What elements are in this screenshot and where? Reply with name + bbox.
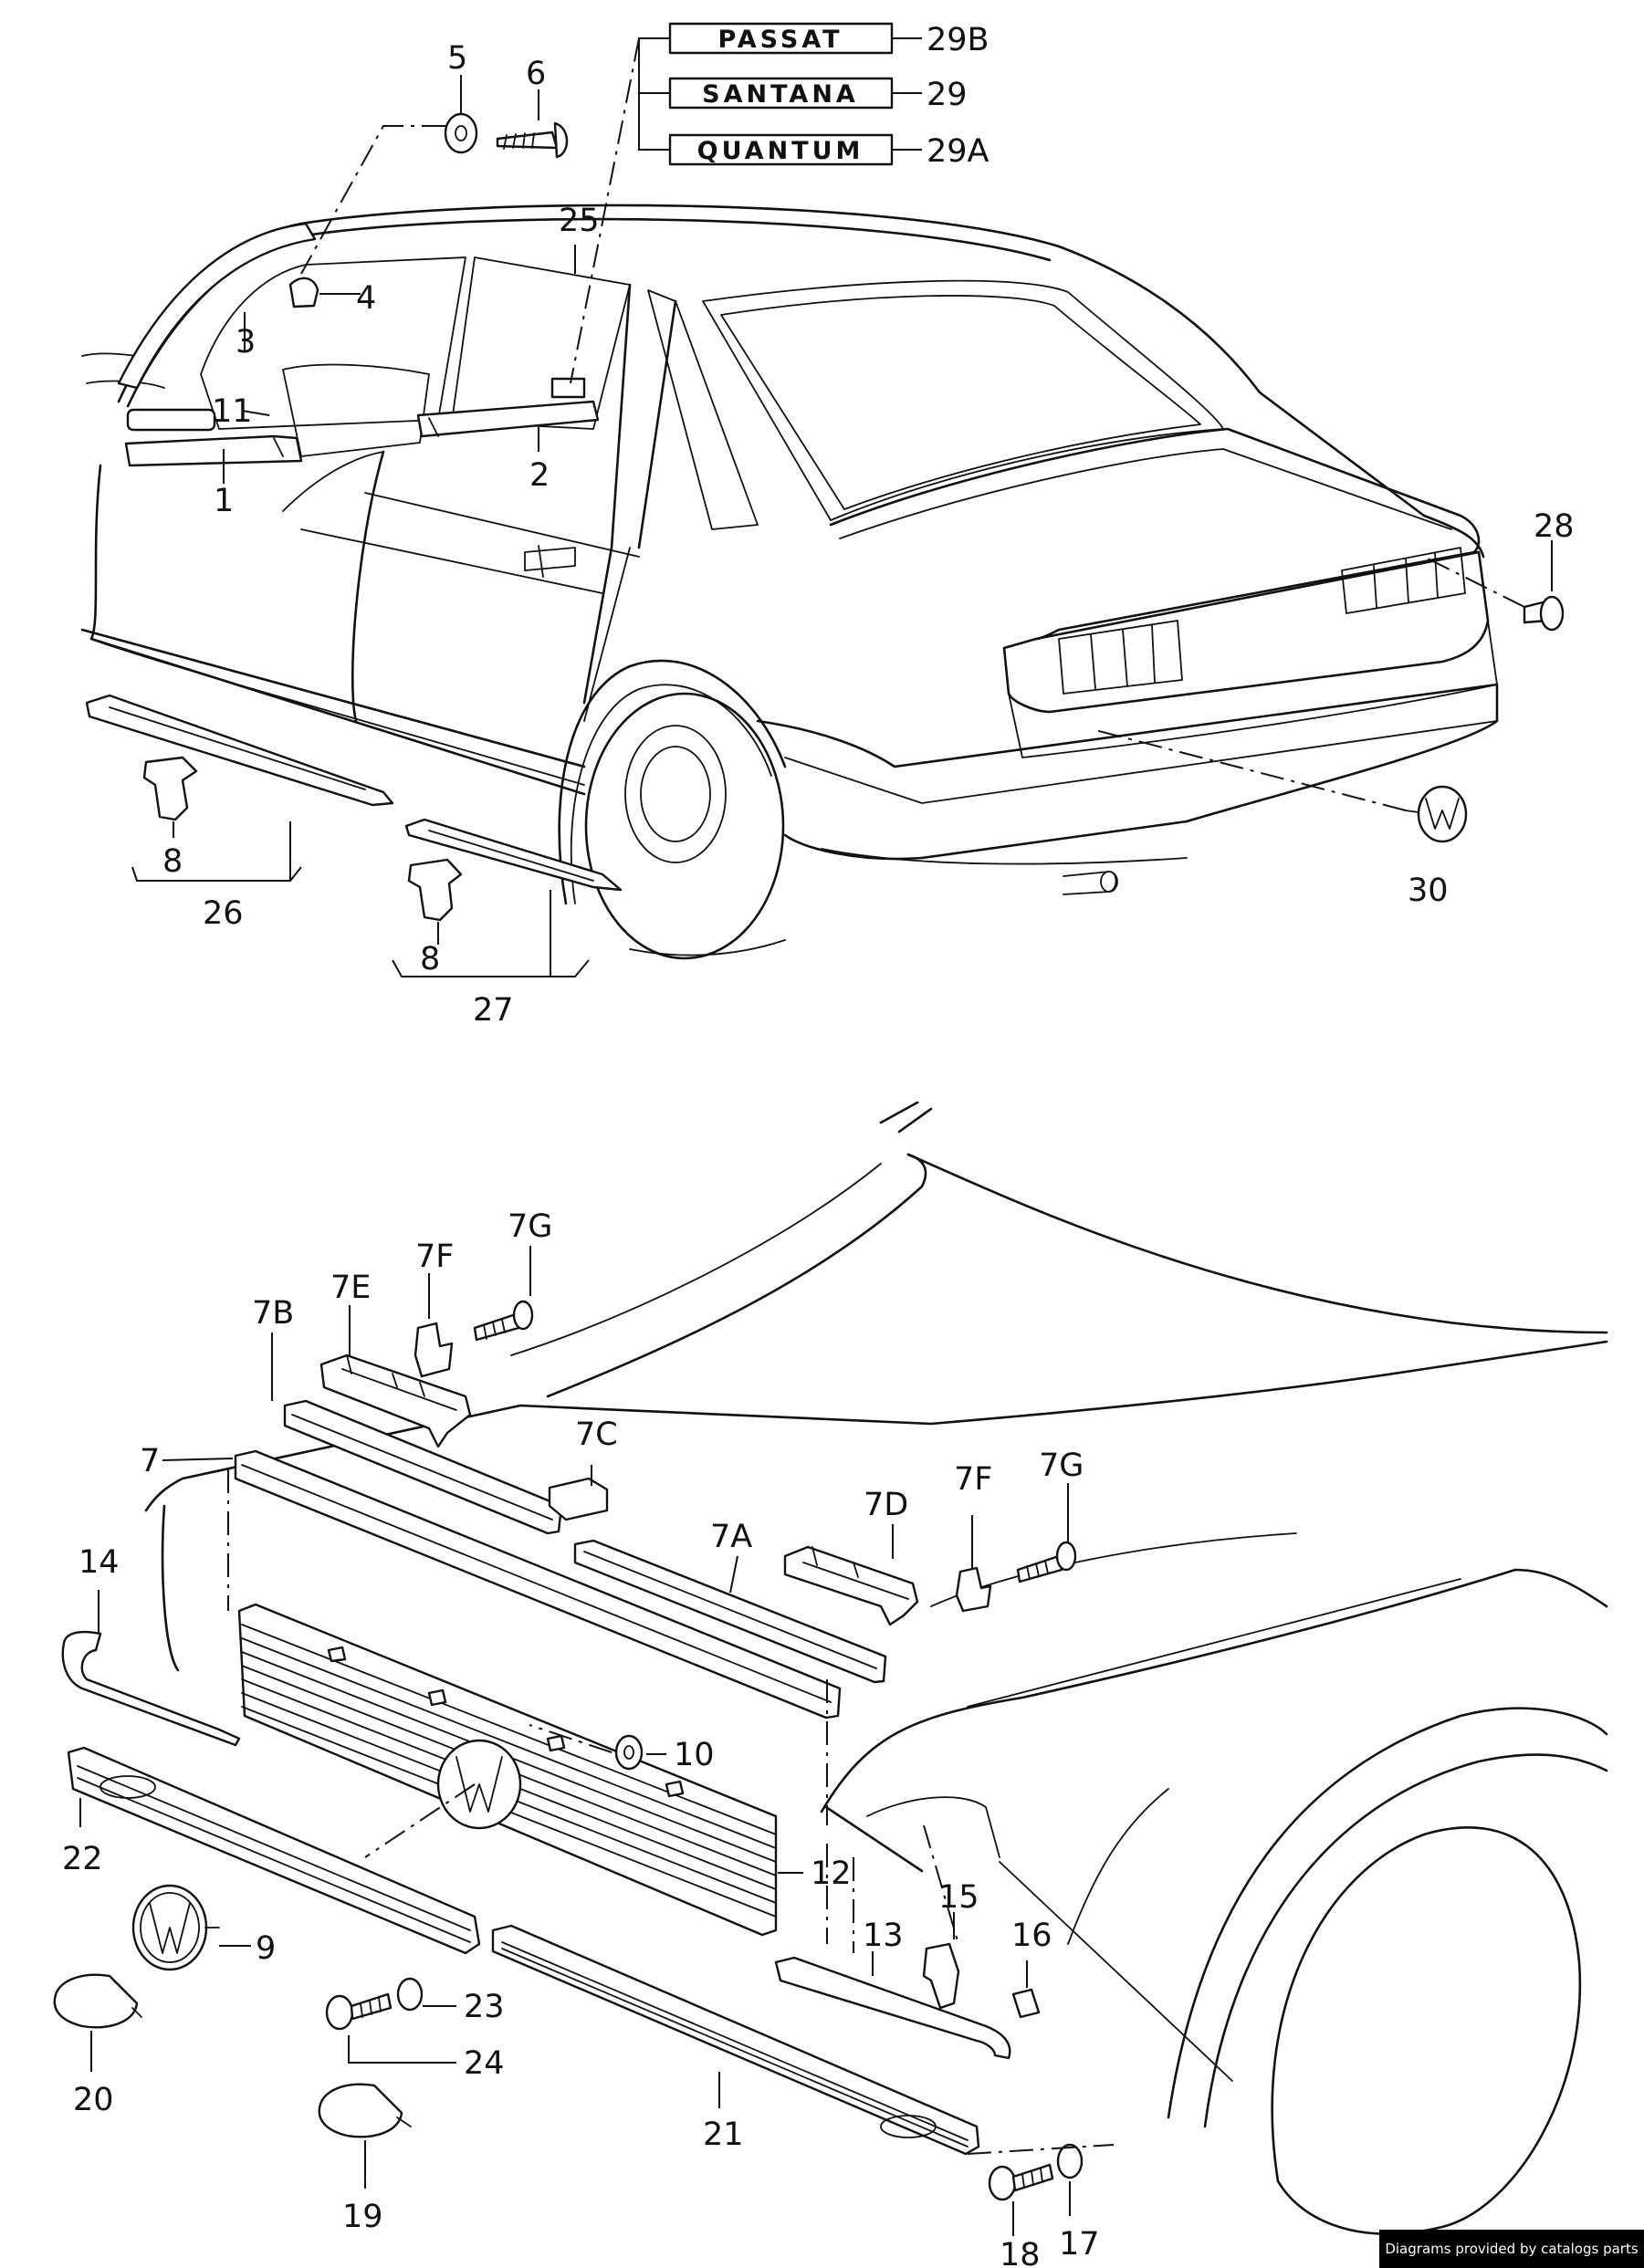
bracket-7d [783,1545,919,1626]
label-8b: 8 [420,941,440,977]
screw-7g-upper [473,1312,520,1342]
label-7b: 7B [252,1295,294,1332]
clip-7f-upper [414,1322,454,1378]
front-car-body [144,1101,1608,2235]
label-18: 18 [1000,2237,1041,2268]
top-leaders [131,75,1553,977]
label-3: 3 [236,324,256,361]
washer-10 [614,1734,644,1771]
strip-7a [573,1539,887,1684]
label-29: 29 [927,77,968,113]
lower-grille-21 [491,1924,980,2156]
washer-17 [1056,2143,1084,2179]
lower-grille-22 [67,1746,481,1955]
label-29b: 29B [927,22,990,58]
clip-7f-lower [955,1566,992,1613]
label-20: 20 [73,2082,114,2118]
bottom-leaders [79,1246,1115,2236]
screw-7g-lower [1016,1554,1063,1583]
label-2: 2 [529,457,550,494]
badge-santana-text: SANTANA [702,80,859,109]
badge-passat-frame [668,22,894,55]
label-13: 13 [863,1918,904,1954]
label-5: 5 [447,40,467,77]
label-8a: 8 [162,843,183,880]
bracket-7e [319,1353,472,1448]
trim-strip-3 [117,222,317,390]
corner-trim-14 [61,1630,241,1747]
badge-quantum-text: QUANTUM [697,137,864,165]
label-16: 16 [1011,1918,1052,1954]
washer-5 [444,112,478,154]
label-1: 1 [214,483,234,519]
cover-20 [53,1973,139,2029]
label-27: 27 [473,992,514,1029]
trim-strip-2 [416,400,600,438]
clip-7c [548,1477,609,1521]
label-6: 6 [526,56,546,92]
label-22: 22 [62,1841,103,1877]
window-trim-parts [85,112,1565,922]
clip-16 [1011,1988,1041,2019]
label-26: 26 [203,895,244,932]
corner-trim-13 [774,1956,1011,2060]
clip-8a [142,756,198,821]
credit-banner: Diagrams provided by catalogs parts [1379,2230,1644,2268]
washer-23 [396,1977,424,2012]
cover-19 [318,2083,403,2138]
clip-8b [407,858,463,922]
label-7e: 7E [330,1270,371,1306]
label-9: 9 [256,1930,276,1967]
clip-4 [288,277,319,308]
sill-moulding-26 [85,694,394,807]
trim-strip-1 [124,434,303,467]
label-7f-lower: 7F [954,1461,992,1498]
label-14: 14 [79,1544,120,1581]
label-17: 17 [1059,2226,1100,2263]
label-29a: 29A [927,133,990,170]
label-7d: 7D [864,1487,908,1523]
label-7f-upper: 7F [415,1239,454,1275]
label-7g-lower: 7G [1039,1448,1084,1484]
rear-car-body [80,204,1499,960]
label-15: 15 [938,1879,979,1916]
label-4: 4 [356,280,376,317]
label-11: 11 [212,393,253,430]
label-7c: 7C [575,1416,618,1453]
label-7a: 7A [710,1519,752,1555]
label-24: 24 [464,2045,505,2082]
screw-18-head [988,2165,1017,2201]
emblem-plate [550,377,586,399]
label-21: 21 [703,2116,744,2153]
label-12: 12 [811,1855,852,1892]
label-25: 25 [559,203,600,239]
trim-11 [126,408,216,432]
callout-labels: 5 6 25 4 3 11 1 2 28 8 26 8 27 30 7G 7F … [62,40,1575,2268]
bracket-15 [922,1942,960,2010]
vw-badge-30 [1417,785,1468,843]
label-10: 10 [674,1737,715,1773]
grille-parts [53,1300,1084,2201]
label-28: 28 [1534,508,1575,545]
label-7: 7 [140,1443,160,1479]
badge-passat-text: PASSAT [717,26,843,54]
screw-24-head [325,1994,354,2031]
model-badges: PASSAT SANTANA QUANTUM 29B 29 29A [570,22,990,384]
label-19: 19 [342,2199,383,2235]
label-7g-upper: 7G [508,1208,552,1245]
label-30: 30 [1408,873,1449,909]
label-23: 23 [464,1989,505,2025]
